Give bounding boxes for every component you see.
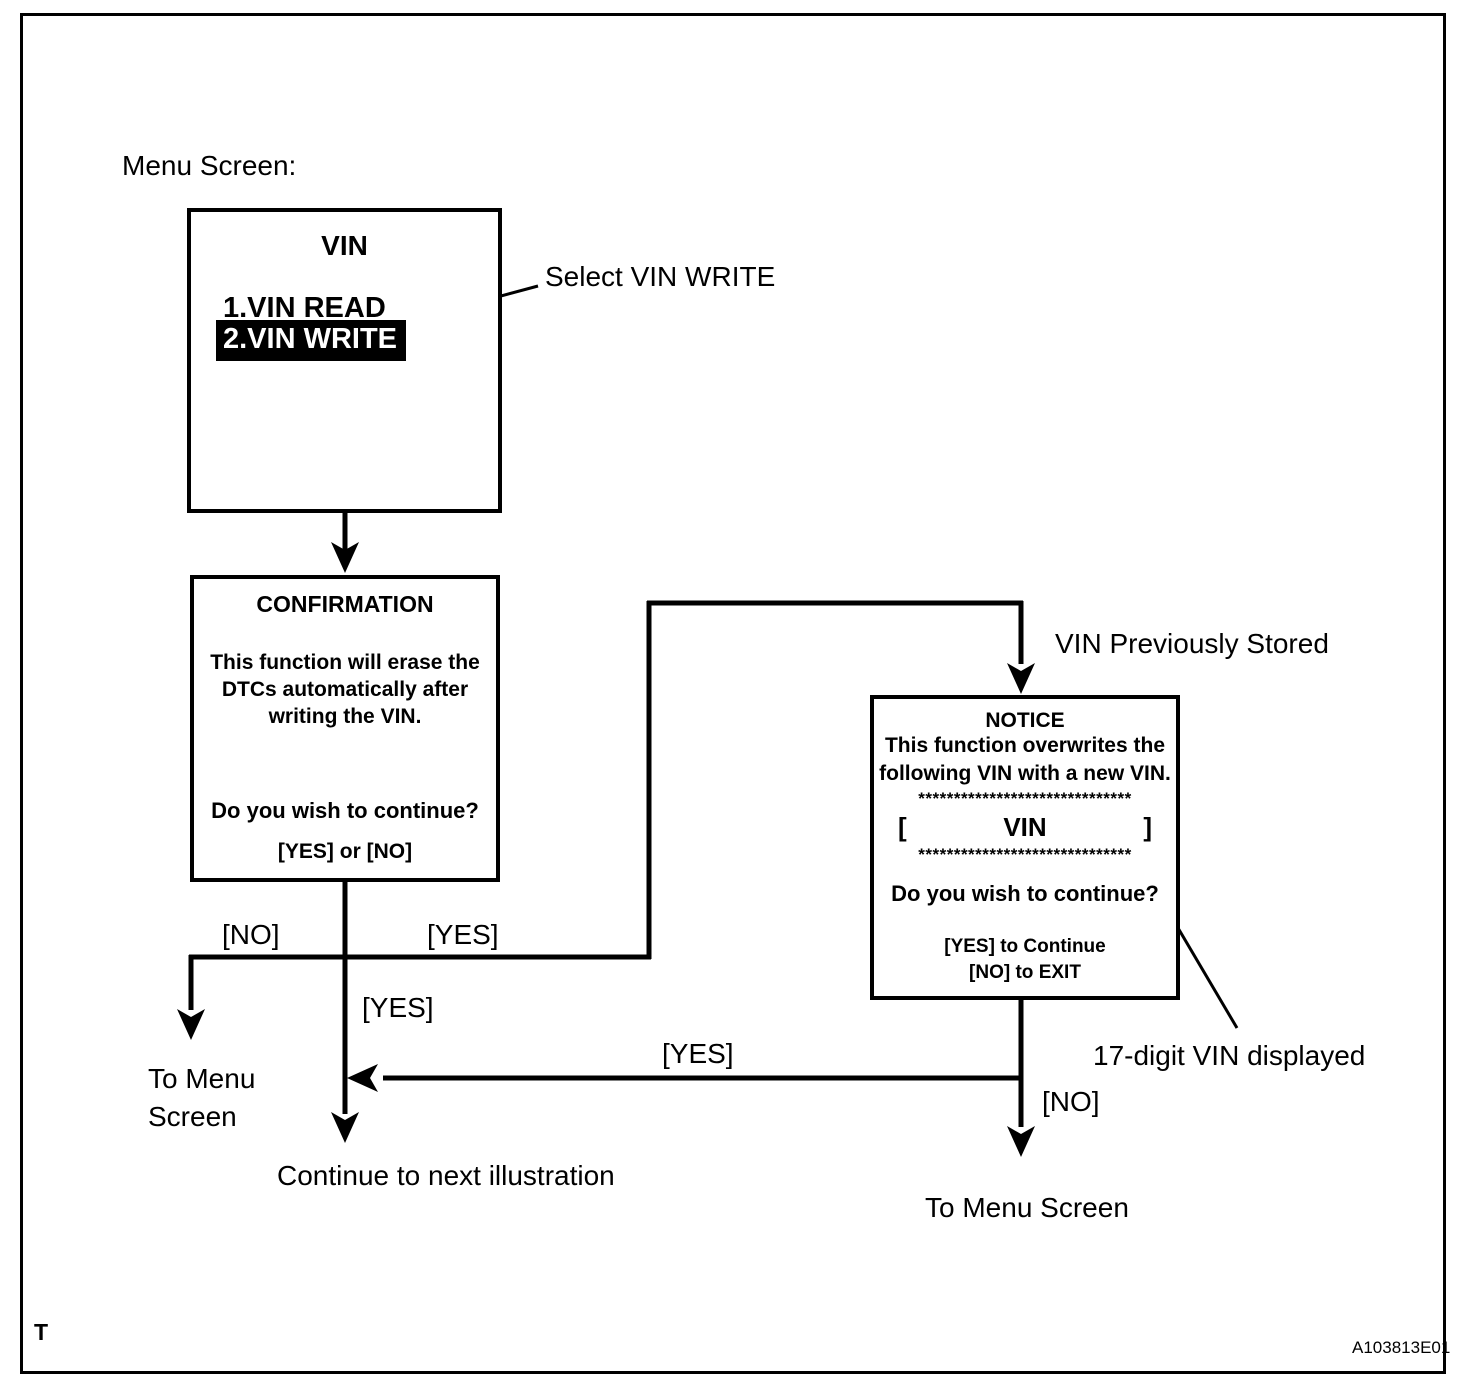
- notice-no-action: [NO] to EXIT: [969, 962, 1081, 983]
- confirmation-title: CONFIRMATION: [256, 591, 434, 617]
- notice-asterisk-row-top: ******************************: [918, 789, 1132, 808]
- branch-label-no-down: [NO]: [1042, 1086, 1100, 1117]
- branch-label-yes-right: [YES]: [427, 919, 499, 950]
- figure-id: A103813E01: [1352, 1338, 1451, 1357]
- confirmation-body-line3: writing the VIN.: [268, 705, 422, 728]
- notice-question: Do you wish to continue?: [891, 881, 1159, 906]
- figure-border: [20, 13, 1446, 1374]
- confirmation-body: This function will erase the DTCs automa…: [194, 649, 496, 730]
- notice-asterisk-row-bottom: ******************************: [918, 845, 1132, 864]
- confirmation-box: CONFIRMATION This function will erase th…: [190, 575, 500, 882]
- branch-label-no-left: [NO]: [222, 919, 280, 950]
- callout-17-digit-vin: 17-digit VIN displayed: [1093, 1040, 1366, 1071]
- to-menu-left-line1: To Menu: [148, 1063, 256, 1094]
- vin-field-label: VIN: [1003, 812, 1047, 842]
- callout-select-vin-write: Select VIN WRITE: [545, 261, 776, 292]
- destination-to-menu-left: To Menu Screen: [148, 1060, 255, 1136]
- corner-mark-t: T: [34, 1319, 49, 1345]
- confirmation-body-line1: This function will erase the: [210, 651, 480, 674]
- to-menu-left-line2: Screen: [148, 1101, 237, 1132]
- vin-menu-title: VIN: [321, 230, 368, 261]
- destination-to-menu-right: To Menu Screen: [925, 1192, 1129, 1223]
- confirmation-options: [YES] or [NO]: [277, 840, 413, 863]
- confirmation-question: Do you wish to continue?: [211, 798, 479, 823]
- notice-body-line1: This function overwrites the: [884, 734, 1166, 757]
- notice-title: NOTICE: [985, 709, 1065, 732]
- branch-label-yes-return: [YES]: [662, 1038, 734, 1069]
- notice-body-line2: following VIN with a new VIN.: [879, 762, 1171, 785]
- menu-screen-label: Menu Screen:: [122, 150, 297, 181]
- notice-vin-row: [ VIN ]: [874, 812, 1176, 843]
- notice-yes-action: [YES] to Continue: [944, 936, 1106, 957]
- menu-item-vin-read: 1.VIN READ: [223, 292, 386, 324]
- destination-continue-next: Continue to next illustration: [277, 1160, 615, 1191]
- confirmation-body-line2: DTCs automatically after: [221, 678, 469, 701]
- vin-open-bracket: [: [898, 812, 907, 842]
- callout-vin-previously-stored: VIN Previously Stored: [1055, 628, 1329, 659]
- vin-menu-box: VIN 1.VIN READ 2.VIN WRITE: [187, 208, 502, 513]
- branch-label-yes-down: [YES]: [362, 992, 434, 1023]
- notice-box: NOTICE This function overwrites the foll…: [870, 695, 1180, 1000]
- vin-close-bracket: ]: [1143, 812, 1152, 842]
- menu-item-vin-write-selected: 2.VIN WRITE: [216, 320, 407, 361]
